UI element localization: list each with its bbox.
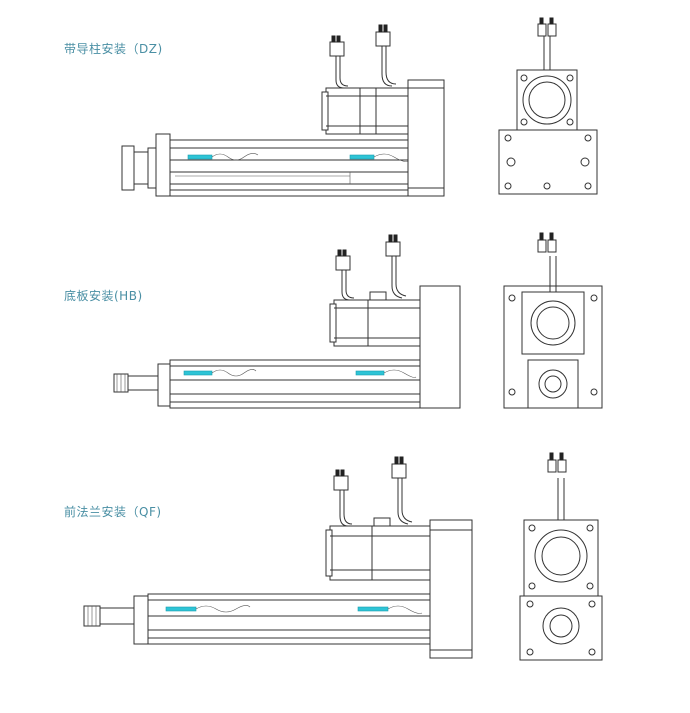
hb-side-view [113, 234, 461, 409]
hb-end-view [503, 232, 603, 409]
qf-end-view [519, 452, 603, 661]
section-label-qf: 前法兰安装（QF) [64, 505, 162, 519]
dz-side-view [121, 24, 445, 197]
dz-end-view [498, 17, 598, 195]
section-label-hb: 底板安装(HB) [64, 289, 143, 303]
section-label-dz: 带导柱安装（DZ) [64, 42, 163, 56]
qf-side-view [83, 456, 473, 659]
